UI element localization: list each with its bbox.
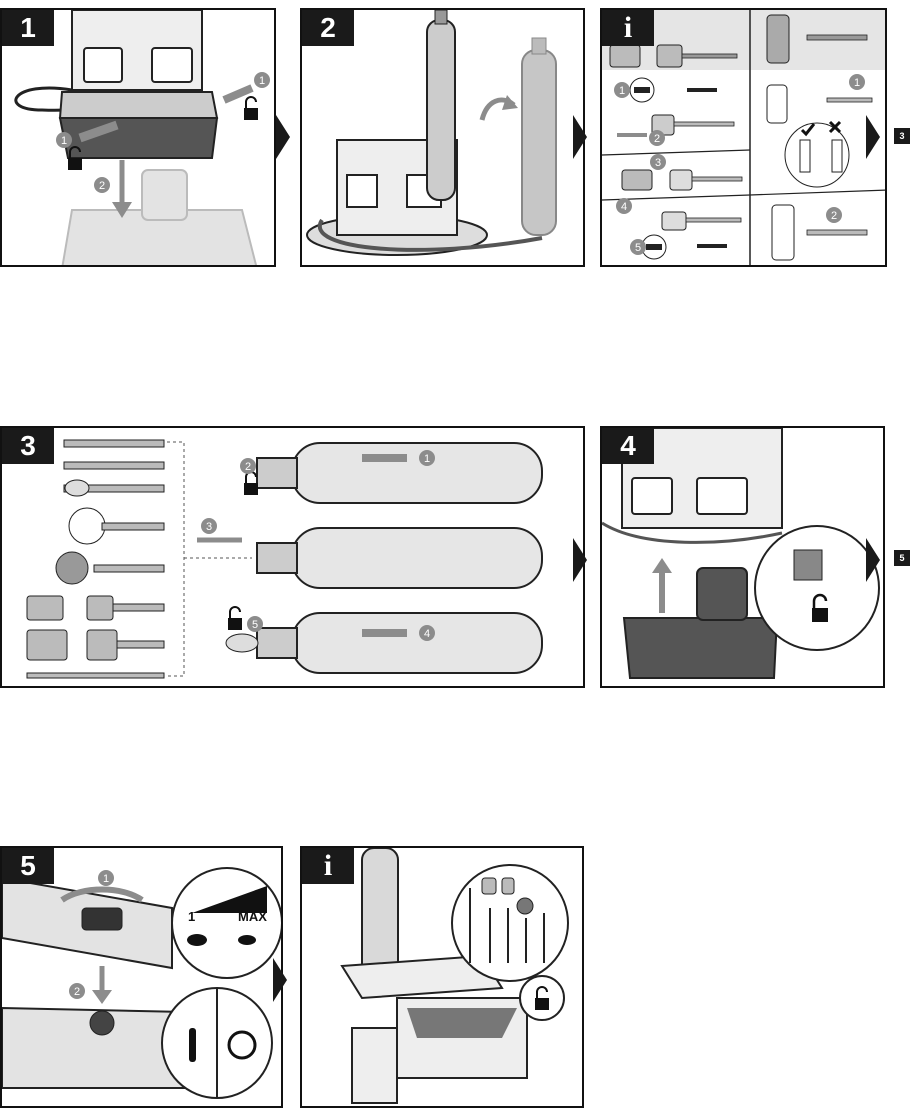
step-number-tag: 3 <box>2 428 54 464</box>
step-number-tag: 1 <box>2 10 54 46</box>
callout-1: 1 <box>619 85 625 97</box>
callout-3: 3 <box>655 157 661 169</box>
lock-icon <box>812 593 828 622</box>
callout-5: 5 <box>635 242 641 254</box>
next-step-arrow <box>573 538 587 582</box>
accessory-storage-illustration <box>340 848 569 1104</box>
next-step-arrow <box>866 538 880 582</box>
unlock-icon <box>244 471 258 495</box>
rabbit-icon <box>238 935 256 945</box>
callout-5: 5 <box>252 619 258 631</box>
speed-max-label: MAX <box>238 909 267 924</box>
off-symbol <box>227 1030 257 1060</box>
step-number-tag: 4 <box>602 428 654 464</box>
panel-info-storage: i <box>300 846 584 1108</box>
callout-4: 4 <box>621 201 627 213</box>
callout-2: 2 <box>654 133 660 145</box>
unlock-icon <box>535 986 549 1010</box>
callout-1: 1 <box>854 77 860 89</box>
lock-icon <box>228 606 242 630</box>
step-number-tag: 2 <box>302 10 354 46</box>
on-symbol <box>189 1028 196 1062</box>
panel-step-1: 1 1 2 1 <box>0 8 276 267</box>
callout-3: 3 <box>206 521 212 533</box>
callout-1: 1 <box>103 873 109 885</box>
page-side-tab: 3 <box>894 128 910 144</box>
accessory-install-illustration: 1 2 3 4 5 <box>26 439 543 679</box>
panel-step-3: 1 2 3 4 5 3 <box>0 426 585 688</box>
info-tag: i <box>302 848 354 884</box>
speed-switch-illustration: 1 2 <box>2 867 281 1099</box>
info-tag: i <box>602 10 654 46</box>
callout-2: 2 <box>245 461 251 473</box>
unlock-icon <box>244 96 258 120</box>
unlock-icon <box>68 146 82 170</box>
panel-step-5: 1 2 1 MAX 5 <box>0 846 283 1108</box>
next-step-arrow <box>276 115 290 159</box>
callout-1: 1 <box>61 135 67 147</box>
callout-1: 1 <box>259 75 265 87</box>
panel-step-2: 2 <box>300 8 585 267</box>
panel-info-accessories: 1 2 3 4 5 1 2 i <box>600 8 887 267</box>
step-number-tag: 5 <box>2 848 54 884</box>
rotary-tool-holder-illustration <box>306 10 557 256</box>
panel-step-4: 4 <box>600 426 885 688</box>
next-step-arrow <box>573 115 587 159</box>
accessory-change-illustration: 1 2 3 4 5 1 2 <box>602 10 885 265</box>
callout-2: 2 <box>74 986 80 998</box>
battery-attach-illustration: 1 1 2 <box>14 10 270 265</box>
next-step-arrow <box>273 958 287 1002</box>
speed-min-label: 1 <box>188 909 196 924</box>
battery-lock-illustration <box>602 428 880 679</box>
callout-2: 2 <box>831 210 837 222</box>
callout-2: 2 <box>99 180 105 192</box>
callout-1: 1 <box>424 453 430 465</box>
turtle-icon <box>187 934 207 946</box>
next-step-arrow <box>866 115 880 159</box>
callout-4: 4 <box>424 628 430 640</box>
page-side-tab: 5 <box>894 550 910 566</box>
